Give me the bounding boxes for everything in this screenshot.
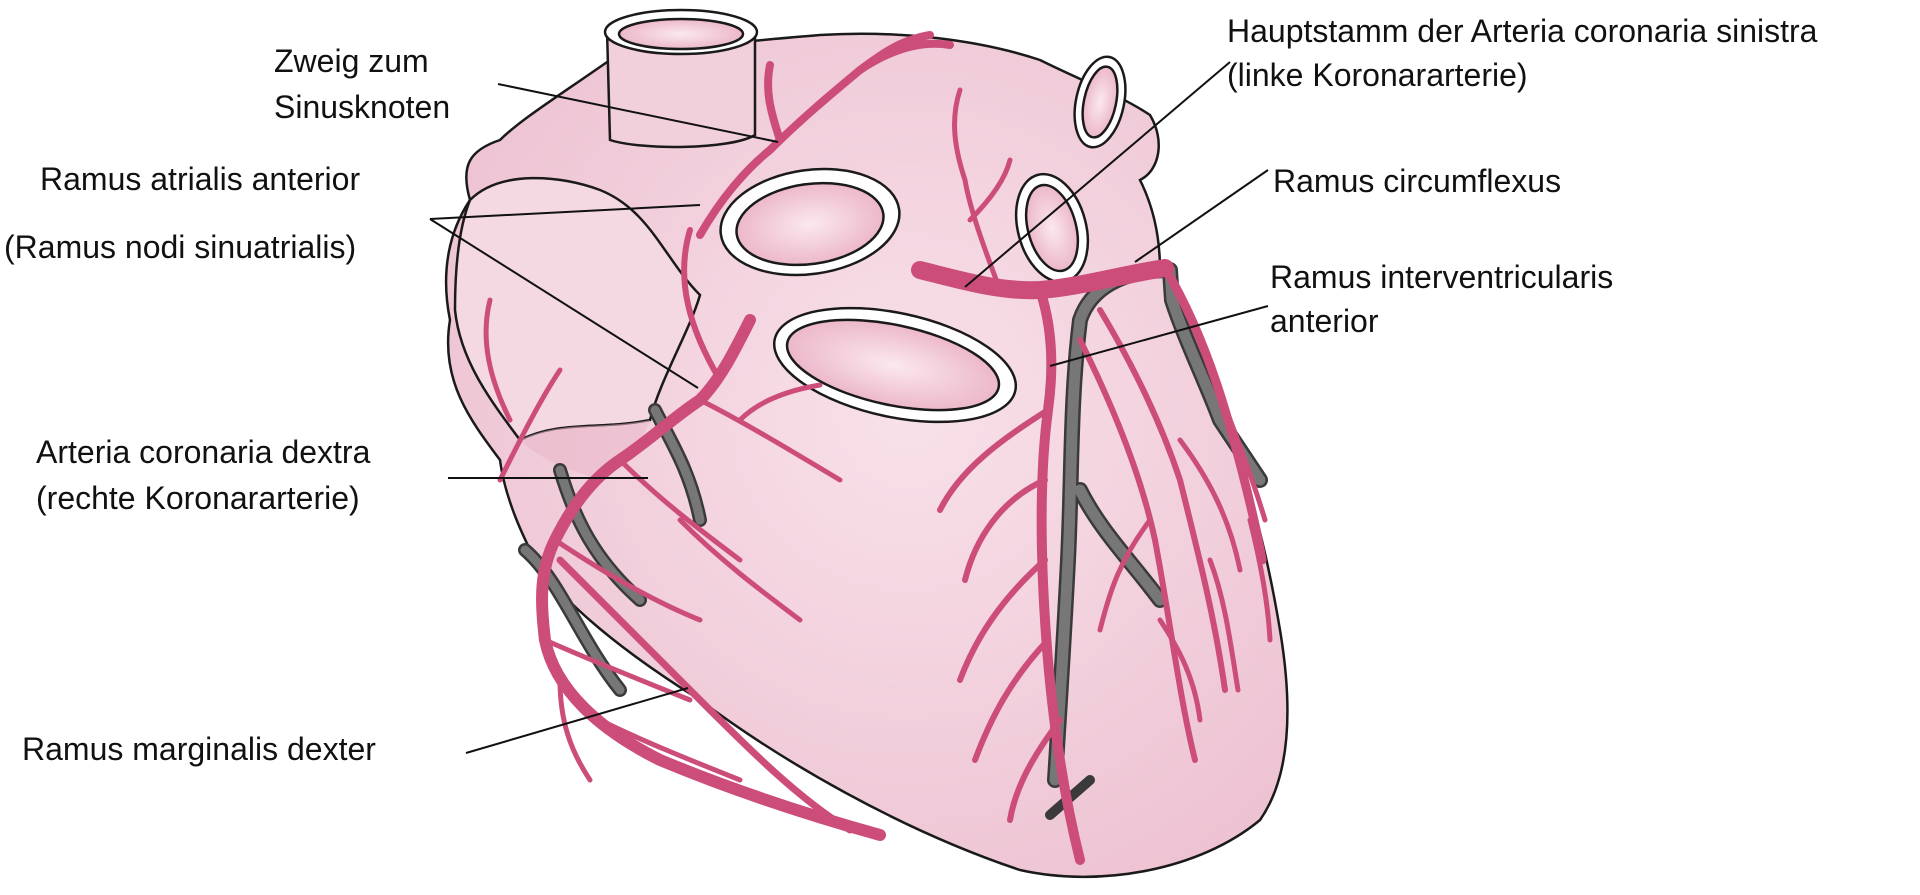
- superior-vena-cava: [605, 28, 757, 149]
- label-atrial-anterior: Ramus atrialis anterior: [40, 161, 360, 197]
- label-lca-main: Hauptstamm der Arteria coronaria sinistr…: [1227, 13, 1826, 93]
- rca-branches: [483, 297, 843, 783]
- leader-atrial-anterior-b: [429, 218, 699, 389]
- pulmonary-vein-upper-lumen: [1081, 65, 1119, 139]
- label-sinus-branch: Zweig zum Sinusknoten: [274, 43, 450, 125]
- labels: Zweig zum Sinusknoten Ramus atrialis ant…: [4, 13, 1826, 767]
- marginal-branch: [556, 556, 854, 834]
- sinus-node-branch: [696, 31, 954, 239]
- rca-main: [536, 314, 886, 841]
- svc-lumen: [617, 17, 745, 51]
- leader-circumflex: [1134, 169, 1269, 263]
- coronary-arteries: [483, 31, 1273, 865]
- leader-marginal: [465, 687, 689, 754]
- atrial-branches-left: [952, 87, 1013, 293]
- coronary-veins: [518, 262, 1268, 820]
- label-atrial-anterior-alt: (Ramus nodi sinuatrialis): [4, 229, 356, 265]
- label-marginal: Ramus marginalis dexter: [22, 731, 376, 767]
- leader-atrial-anterior-a: [429, 204, 701, 220]
- leader-lad: [1049, 305, 1269, 367]
- leader-lines: [429, 61, 1269, 754]
- aorta-lumen: [735, 181, 885, 267]
- leader-lca-main: [964, 61, 1231, 288]
- lad-artery: [1035, 285, 1085, 865]
- leader-sinus-branch: [497, 83, 779, 143]
- pulmonary-vein-lower-lumen: [1024, 183, 1080, 273]
- label-rca: Arteria coronaria dextra (rechte Koronar…: [36, 434, 379, 516]
- circumflex-branches: [1097, 377, 1273, 723]
- label-lad: Ramus interventricularis anterior: [1270, 259, 1622, 339]
- diagonal-branches: [937, 307, 1228, 823]
- heart-illustration: [444, 8, 1289, 879]
- atrial-anterior-branch: [681, 227, 723, 383]
- great-cardiac-vein: [1049, 264, 1266, 786]
- pulmonary-trunk-lumen: [785, 318, 1001, 412]
- label-circumflex: Ramus circumflexus: [1273, 163, 1561, 199]
- right-atrium: [453, 176, 702, 442]
